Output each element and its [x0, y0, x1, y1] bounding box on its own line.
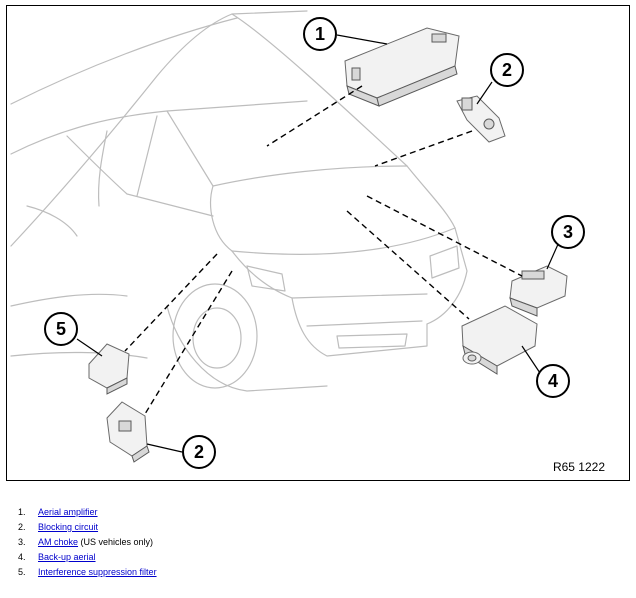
svg-text:4: 4	[548, 371, 558, 391]
legend-item: 5. Interference suppression filter	[18, 565, 157, 580]
legend-number: 3.	[18, 537, 26, 547]
leader-lines	[124, 85, 523, 415]
legend-number: 1.	[18, 507, 26, 517]
blocking-circuit-part-top	[456, 95, 506, 143]
svg-text:1: 1	[315, 24, 325, 44]
legend-item: 1. Aerial amplifier	[18, 505, 157, 520]
blocking-circuit-part-bottom	[106, 401, 150, 463]
callout-2-bottom: 2	[182, 435, 216, 469]
callout-3: 3	[551, 215, 585, 249]
interference-filter-part	[88, 343, 130, 395]
legend-item: 2. Blocking circuit	[18, 520, 157, 535]
backup-aerial-link[interactable]: Back-up aerial	[38, 552, 96, 562]
legend-number: 5.	[18, 567, 26, 577]
backup-aerial-part	[461, 305, 538, 375]
legend-list: 1. Aerial amplifier 2. Blocking circuit 3.…	[18, 505, 157, 580]
legend-number: 2.	[18, 522, 26, 532]
figure-reference-code: R65 1222	[552, 460, 605, 474]
car-components-diagram: 1 2 2 3 4 5	[10, 10, 585, 469]
legend-item: 4. Back-up aerial	[18, 550, 157, 565]
callout-5: 5	[44, 312, 78, 346]
legend-item: 3. AM choke (US vehicles only)	[18, 535, 157, 550]
callouts: 1 2 2 3 4 5	[44, 17, 585, 469]
svg-text:2: 2	[194, 442, 204, 462]
diagram-frame: 1 2 2 3 4 5 R65 1222	[6, 5, 630, 481]
svg-text:2: 2	[502, 60, 512, 80]
svg-text:5: 5	[56, 319, 66, 339]
svg-text:3: 3	[563, 222, 573, 242]
callout-4: 4	[536, 364, 570, 398]
interference-suppression-filter-link[interactable]: Interference suppression filter	[38, 567, 157, 577]
car-outline	[10, 10, 468, 392]
am-choke-link[interactable]: AM choke	[38, 537, 79, 547]
aerial-amplifier-link[interactable]: Aerial amplifier	[38, 507, 98, 517]
aerial-amplifier-part	[344, 27, 460, 107]
blocking-circuit-link[interactable]: Blocking circuit	[38, 522, 99, 532]
callout-2-top: 2	[490, 53, 524, 87]
legend-number: 4.	[18, 552, 26, 562]
legend-note: (US vehicles only)	[78, 537, 154, 547]
am-choke-part	[509, 265, 568, 317]
callout-1: 1	[303, 17, 337, 51]
